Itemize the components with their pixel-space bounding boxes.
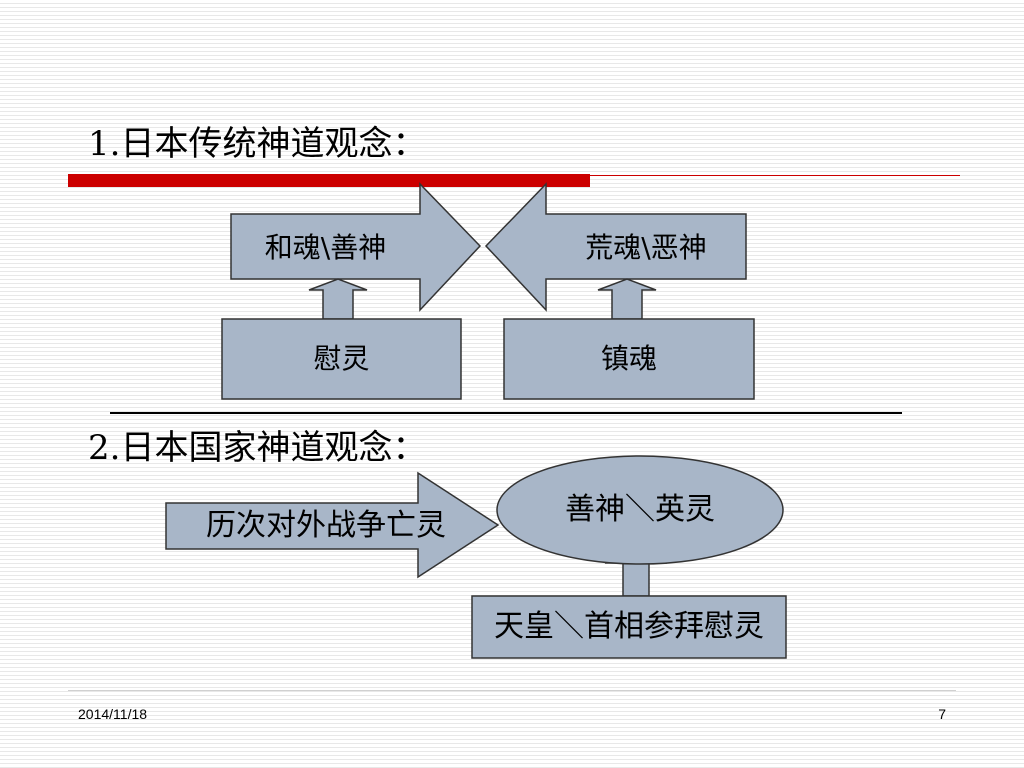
- footer-date: 2014/11/18: [78, 706, 148, 722]
- label-ara-mitama: 荒魂\恶神: [585, 231, 707, 264]
- section-1-heading: 1.日本传统神道观念：: [88, 124, 427, 164]
- arrow-war-dead: [165, 471, 500, 579]
- box-ireigi: [221, 318, 462, 400]
- box-worship: [471, 595, 787, 659]
- label-eirei: 善神＼英灵: [565, 492, 715, 527]
- up-arrow-right: [597, 278, 657, 320]
- label-worship: 天皇＼首相参拜慰灵: [494, 609, 764, 644]
- section-2-heading: 2.日本国家神道观念：: [88, 428, 427, 468]
- arrow-nigi-mitama: [230, 182, 482, 312]
- ellipse-eirei: [496, 455, 784, 565]
- arrow-ara-mitama: [484, 182, 747, 312]
- label-ireigi: 慰灵: [313, 342, 370, 375]
- label-nigi-mitama: 和魂\善神: [264, 231, 387, 264]
- title-accent-bar: [68, 174, 590, 187]
- label-chinkon: 镇魂: [600, 342, 657, 375]
- label-war-dead: 历次对外战争亡灵: [206, 508, 446, 543]
- box-chinkon: [503, 318, 755, 400]
- footer-page-number: 7: [938, 706, 946, 722]
- up-arrow-left: [308, 278, 368, 320]
